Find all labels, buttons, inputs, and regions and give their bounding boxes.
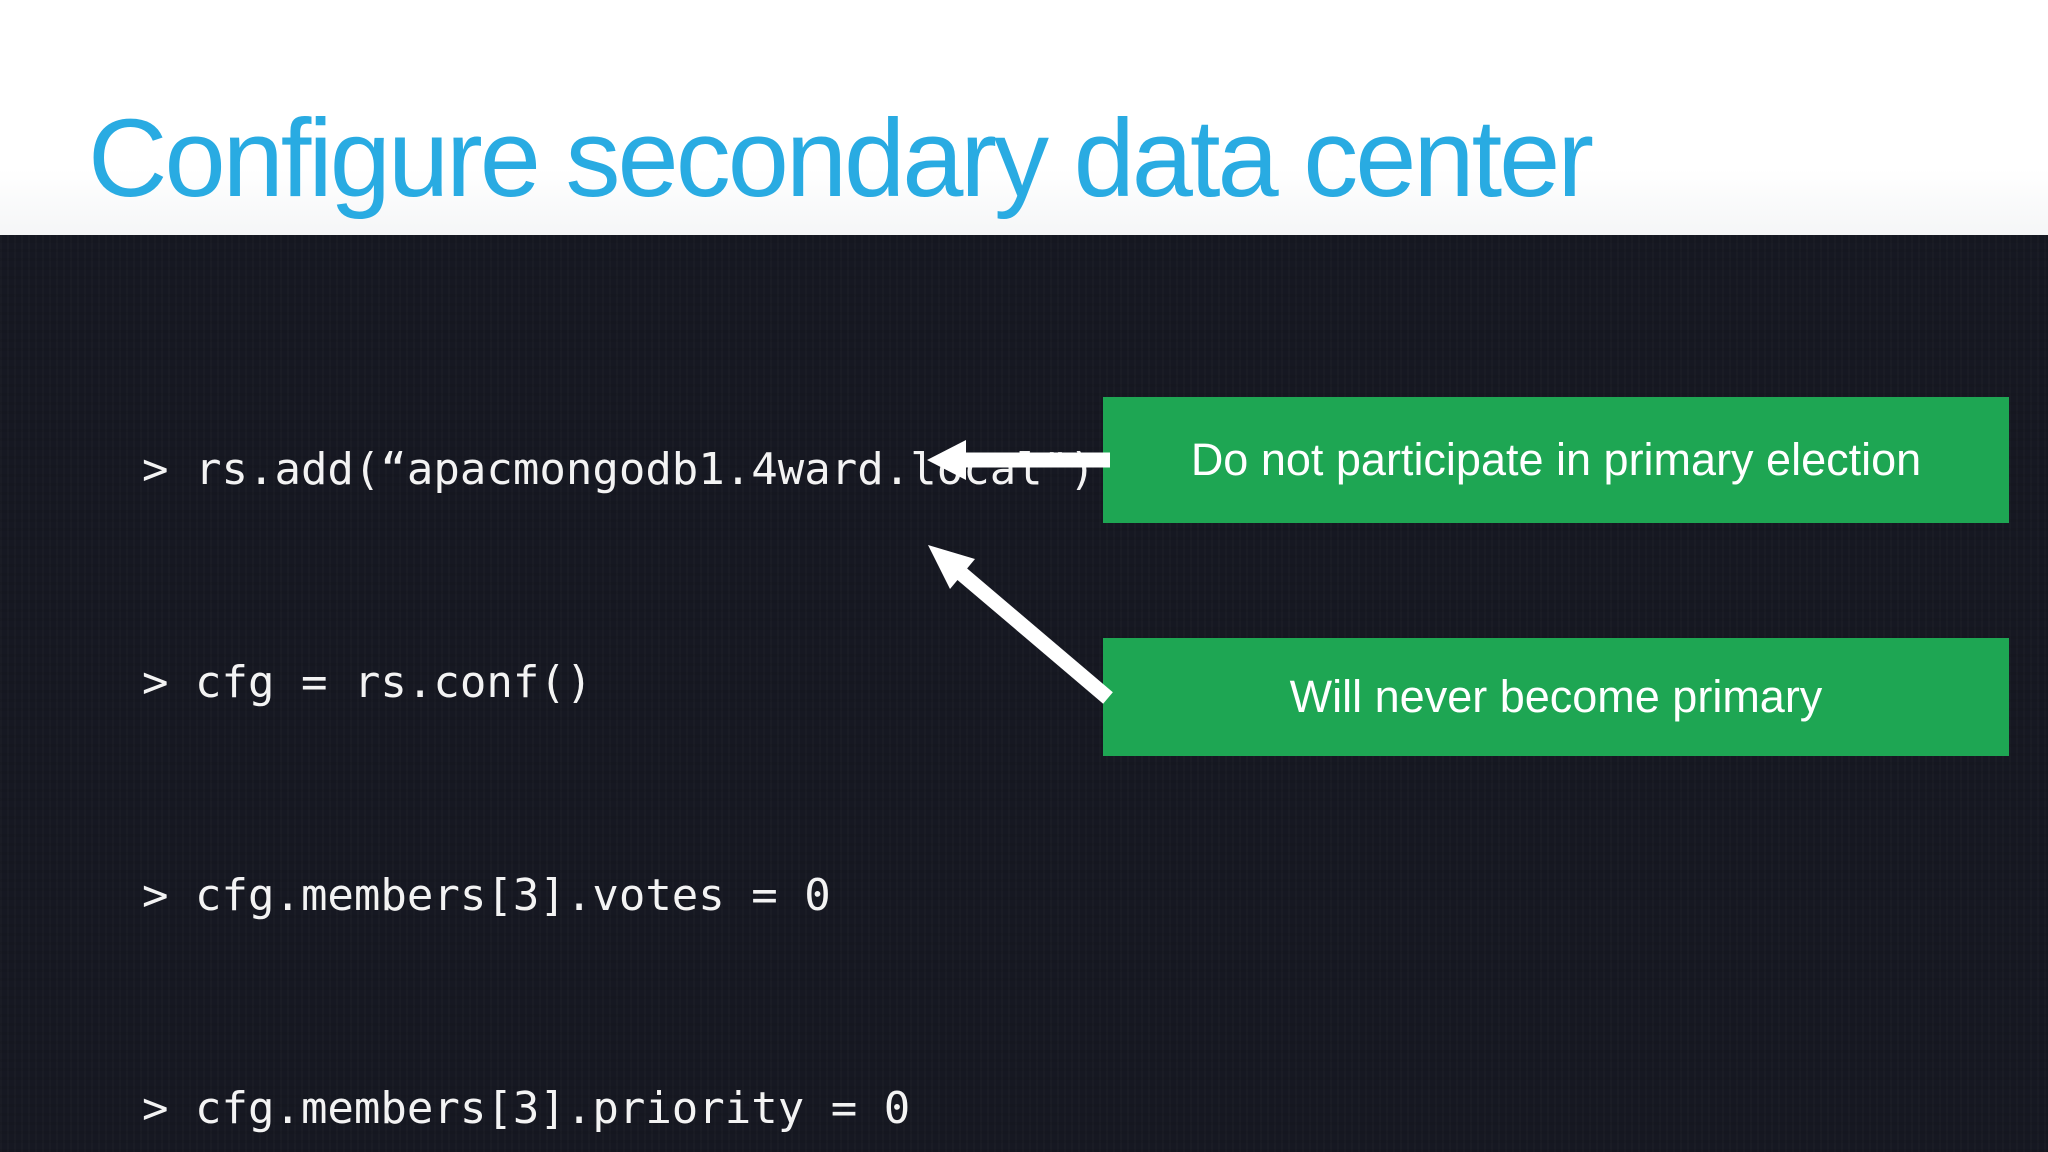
callout-priority-label: Will never become primary [1289, 671, 1823, 722]
code-line-votes: > cfg.members[3].votes = 0 [142, 870, 831, 921]
terminal-code-block: > rs.add(“apacmongodb1.4ward.local") > c… [142, 292, 1096, 1152]
page-title: Configure secondary data center [88, 96, 1594, 220]
code-line-priority: > cfg.members[3].priority = 0 [142, 1083, 911, 1134]
code-line-cfg-conf: > cfg = rs.conf() [142, 657, 593, 708]
code-line-rs-add: > rs.add(“apacmongodb1.4ward.local") [142, 444, 1096, 495]
title-band [0, 0, 2048, 235]
callout-priority-box: Will never become primary [1103, 638, 2009, 756]
callout-votes-box: Do not participate in primary election [1103, 397, 2009, 523]
callout-votes-label: Do not participate in primary election [1190, 434, 1922, 485]
